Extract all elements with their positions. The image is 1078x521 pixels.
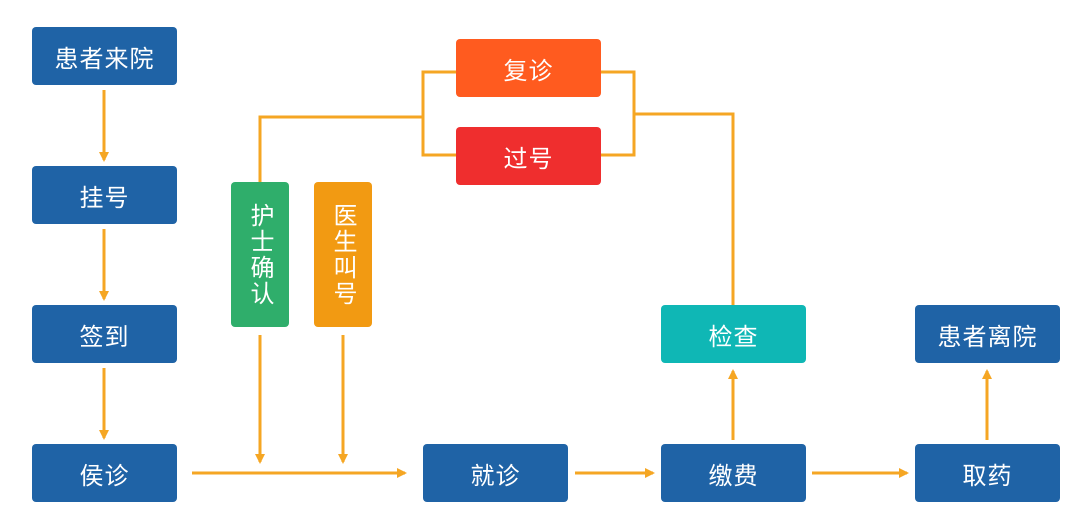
bracket-right xyxy=(601,70,636,157)
connector-bracket-to-exam xyxy=(634,112,735,305)
examination-label: 检查 xyxy=(708,322,759,351)
revisit-label: 复诊 xyxy=(503,56,554,85)
bracket-left xyxy=(421,70,456,157)
missed-number-label: 过号 xyxy=(503,144,554,173)
consultation-node: 就诊 xyxy=(423,444,568,502)
patient-leave-label: 患者离院 xyxy=(937,322,1038,351)
patient-arrive-node: 患者来院 xyxy=(32,27,177,85)
payment-label: 缴费 xyxy=(708,461,759,490)
waiting-label: 侯诊 xyxy=(79,461,130,490)
checkin-label: 签到 xyxy=(79,322,130,351)
register-node: 挂号 xyxy=(32,166,177,224)
patient-leave-node: 患者离院 xyxy=(915,305,1060,363)
missed-number-node: 过号 xyxy=(456,127,601,185)
revisit-node: 复诊 xyxy=(456,39,601,97)
get-medicine-node: 取药 xyxy=(915,444,1060,502)
payment-node: 缴费 xyxy=(661,444,806,502)
connector-nurse-to-bracket xyxy=(258,115,423,182)
patient-arrive-label: 患者来院 xyxy=(54,44,155,73)
waiting-node: 侯诊 xyxy=(32,444,177,502)
checkin-node: 签到 xyxy=(32,305,177,363)
examination-node: 检查 xyxy=(661,305,806,363)
nurse-confirm-node: 护士确认 xyxy=(231,182,289,327)
consultation-label: 就诊 xyxy=(470,461,521,490)
get-medicine-label: 取药 xyxy=(962,461,1013,490)
doctor-call-label: 医生叫号 xyxy=(329,202,357,307)
register-label: 挂号 xyxy=(79,183,130,212)
nurse-confirm-label: 护士确认 xyxy=(246,202,274,307)
doctor-call-node: 医生叫号 xyxy=(314,182,372,327)
